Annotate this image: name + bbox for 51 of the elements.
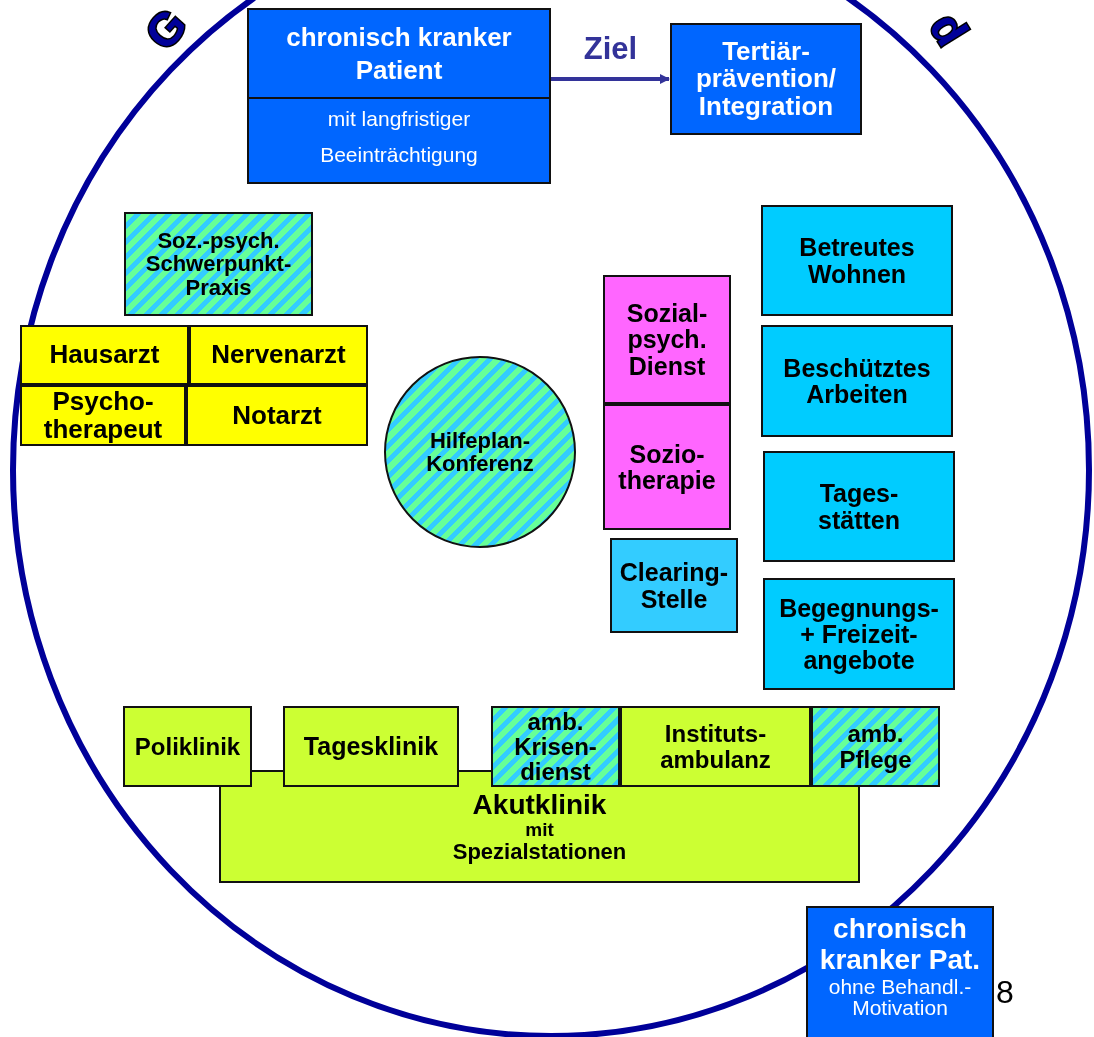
- node-label: chronisch kranker Pat.: [818, 914, 982, 976]
- arc-title-letter: d: [918, 2, 980, 56]
- service-box: [610, 538, 738, 633]
- service-box: [763, 578, 955, 690]
- node-label: Tagesklinik: [303, 733, 439, 760]
- service-box: [763, 451, 955, 562]
- node-label: Begegnungs- + Freizeit- angebote: [778, 594, 940, 674]
- node-label: Instituts- ambulanz: [659, 721, 772, 772]
- node-label: Sozial- psych. Dienst: [625, 300, 709, 379]
- page-number: 8: [996, 974, 1014, 1011]
- node-label: Psycho- therapeut: [42, 388, 164, 443]
- node-label: Soz.-psych. Schwerpunkt- Praxis: [144, 229, 293, 299]
- node-label: amb. Krisen- dienst: [513, 708, 598, 785]
- clinic-box: [123, 706, 252, 787]
- node-label: Sozio- therapie: [617, 440, 717, 494]
- doctor-box: [20, 385, 186, 446]
- service-box: [761, 205, 953, 316]
- edge-label: Ziel: [582, 31, 639, 67]
- node-label: Beschütztes Arbeiten: [782, 354, 932, 408]
- clinic-box: [620, 706, 811, 787]
- patient-box: [806, 906, 994, 1037]
- practice-box: [124, 212, 313, 316]
- doctor-box: [20, 325, 189, 385]
- node-label: amb. Pflege: [838, 721, 913, 772]
- node-label: Clearing- Stelle: [618, 559, 730, 612]
- doctor-box: [189, 325, 368, 385]
- node-label: Notarzt: [232, 401, 322, 430]
- node-sublabel: mit: [525, 819, 554, 840]
- service-box: [811, 706, 940, 787]
- arc-title-letter: G: [133, 0, 198, 61]
- node-sublabel: mit langfristiger Beeinträchtigung: [319, 106, 479, 168]
- clinic-box: [283, 706, 459, 787]
- node-label: chronisch kranker Patient: [249, 10, 549, 99]
- node-sublabel: ohne Behandl.- Motivation: [827, 975, 973, 1018]
- node-sublabel: Spezialstationen: [452, 839, 627, 863]
- node-label: Hilfeplan- Konferenz: [425, 428, 535, 476]
- goal-box: [670, 23, 862, 135]
- node-label: Hausarzt: [49, 341, 160, 369]
- doctor-box: [186, 385, 368, 446]
- node-label: Tertiär- prävention/ Integration: [694, 38, 838, 120]
- node-label: Nervenarzt: [211, 341, 346, 369]
- arrow: [551, 74, 670, 84]
- node-label: Poliklinik: [134, 733, 241, 760]
- service-box: [603, 275, 731, 404]
- patient-box: [247, 8, 551, 184]
- node-label: Tages- stätten: [817, 480, 901, 533]
- service-box: [761, 325, 953, 437]
- node-label: Akutklinik: [472, 790, 607, 820]
- service-box: [491, 706, 620, 787]
- service-box: [603, 404, 731, 530]
- node-label: Betreutes Wohnen: [798, 234, 916, 287]
